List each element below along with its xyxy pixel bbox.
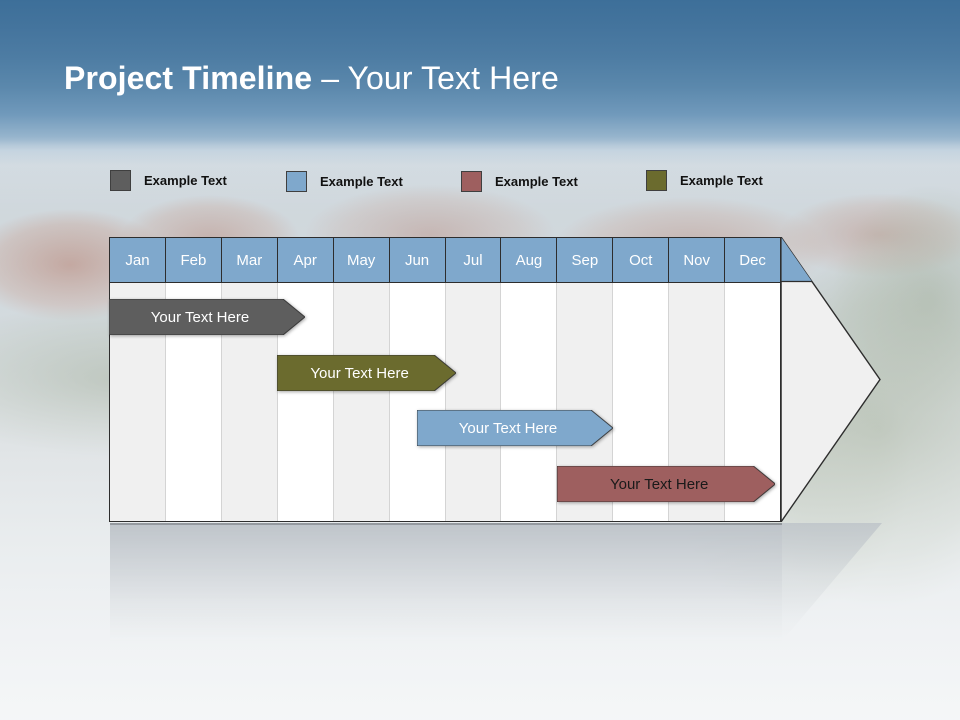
timeline-bar-shape-3 bbox=[417, 410, 613, 446]
page-title: Project Timeline – Your Text Here bbox=[64, 60, 559, 97]
legend-item-1[interactable]: Example Text bbox=[110, 170, 227, 191]
legend-swatch-icon-4 bbox=[646, 170, 667, 191]
timeline-bar-label-1: Your Text Here bbox=[150, 308, 250, 326]
month-header-apr[interactable]: Apr bbox=[277, 238, 334, 282]
timeline-bar-label-4: Your Text Here bbox=[609, 475, 709, 493]
timeline-bar-shape-1 bbox=[109, 299, 305, 335]
timeline-bar-1[interactable]: Your Text Here bbox=[109, 299, 305, 335]
legend-label-1: Example Text bbox=[144, 173, 227, 188]
legend-swatch-icon-2 bbox=[286, 171, 307, 192]
column-jul bbox=[445, 238, 502, 521]
timeline-bar-4[interactable]: Your Text Here bbox=[557, 466, 776, 502]
legend-label-3: Example Text bbox=[495, 174, 578, 189]
timeline-bar-3[interactable]: Your Text Here bbox=[417, 410, 613, 446]
timeline-bar-shape-4 bbox=[557, 466, 776, 502]
month-header-mar[interactable]: Mar bbox=[221, 238, 278, 282]
legend-label-4: Example Text bbox=[680, 173, 763, 188]
column-feb bbox=[165, 238, 222, 521]
legend-item-3[interactable]: Example Text bbox=[461, 171, 578, 192]
title-regular-part: Your Text Here bbox=[347, 60, 559, 96]
legend-item-2[interactable]: Example Text bbox=[286, 171, 403, 192]
legend-swatch-icon-1 bbox=[110, 170, 131, 191]
month-header-jun[interactable]: Jun bbox=[389, 238, 446, 282]
month-header-sep[interactable]: Sep bbox=[557, 238, 614, 282]
legend-swatch-icon-3 bbox=[461, 171, 482, 192]
timeline-bar-label-2: Your Text Here bbox=[310, 364, 409, 382]
month-header-dec[interactable]: Dec bbox=[725, 238, 781, 282]
month-header-feb[interactable]: Feb bbox=[165, 238, 222, 282]
title-separator: – bbox=[312, 60, 348, 96]
month-header-aug[interactable]: Aug bbox=[501, 238, 558, 282]
month-header-nov[interactable]: Nov bbox=[669, 238, 726, 282]
timeline-bar-2[interactable]: Your Text Here bbox=[277, 355, 457, 391]
title-band bbox=[0, 0, 960, 150]
title-bold-part: Project Timeline bbox=[64, 60, 313, 96]
column-jan bbox=[110, 238, 166, 521]
timeline-bar-shape-2 bbox=[277, 355, 457, 391]
month-header-jul[interactable]: Jul bbox=[445, 238, 502, 282]
month-header-jan[interactable]: Jan bbox=[110, 238, 166, 282]
legend-label-2: Example Text bbox=[320, 174, 403, 189]
timeline-arrowhead bbox=[781, 237, 881, 522]
legend-item-4[interactable]: Example Text bbox=[646, 170, 763, 191]
column-aug bbox=[501, 238, 558, 521]
timeline-bar-label-3: Your Text Here bbox=[458, 419, 558, 437]
month-header-oct[interactable]: Oct bbox=[613, 238, 670, 282]
header-divider bbox=[110, 282, 780, 283]
month-header-may[interactable]: May bbox=[333, 238, 390, 282]
